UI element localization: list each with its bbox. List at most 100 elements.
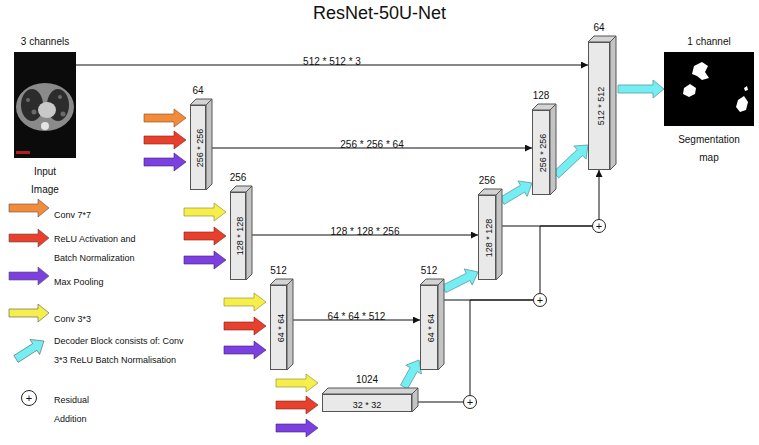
dimension-label: 128 * 128 * 256: [331, 226, 400, 237]
text-holder: 512: [270, 260, 287, 278]
feature-size: 512 * 512: [596, 87, 606, 126]
channel-count: 256: [230, 172, 247, 183]
diagram-title: ResNet-50U-Net: [313, 3, 446, 23]
text-holder: 64 * 64: [421, 313, 437, 342]
text-holder: 32 * 32: [353, 395, 382, 411]
text-holder: 64: [192, 80, 203, 98]
text-holder: 128 * 128 * 256: [331, 220, 400, 239]
text-holder: 512: [421, 260, 438, 278]
legend-arrow: [9, 199, 49, 217]
text-holder: 256: [230, 167, 247, 185]
legend-swatch: [8, 196, 50, 220]
text-holder: ReLU Activation and Batch Normalization: [54, 227, 158, 265]
legend-text: Conv 7*7: [54, 210, 91, 220]
image-caption: Input Image: [31, 166, 59, 195]
text-holder: Max Pooling: [54, 270, 144, 289]
text-holder: 256: [479, 170, 496, 188]
legend-text: Residual Addition: [54, 395, 89, 424]
block-depth: [420, 285, 421, 286]
relu-arrow: [144, 131, 186, 149]
decoder-arrow: [442, 269, 478, 293]
text-holder: +: [593, 220, 605, 232]
channel-label: 1 channel: [687, 36, 730, 47]
channel-count: 1024: [356, 374, 378, 385]
text-holder: 64 * 64: [271, 313, 287, 342]
block-depth: [588, 42, 589, 43]
text-holder: 128: [533, 85, 550, 103]
text-holder: +: [534, 294, 546, 306]
residual-line: [502, 226, 592, 227]
feature-map-block: 51264 * 64: [270, 285, 287, 370]
plus-sign: +: [537, 295, 543, 306]
legend-swatch: [8, 301, 50, 325]
text-holder: 512 * 512 * 3: [303, 50, 361, 69]
legend-swatch: [8, 226, 50, 250]
text-holder: Residual Addition: [54, 388, 110, 426]
text-holder: Decoder Block consists of: Conv 3*3 ReLU…: [54, 329, 189, 367]
text-holder: 256 * 256: [190, 128, 206, 167]
bottleneck-block: 102432 * 32: [322, 394, 412, 412]
legend-text: Max Pooling: [54, 277, 104, 287]
text-holder: ResNet-50U-Net: [0, 3, 759, 24]
legend-arrow: [9, 229, 49, 247]
feature-map-block: 256128 * 128: [478, 195, 496, 280]
dimension-label: 64 * 64 * 512: [328, 311, 386, 322]
feature-map-block: 64256 * 256: [190, 105, 206, 190]
block-depth: [230, 192, 231, 193]
text-holder: Input Image: [22, 161, 68, 198]
block-depth: [532, 110, 533, 111]
text-holder: 1024: [356, 369, 378, 387]
plus-sign: +: [467, 397, 473, 408]
feature-map-block: 51264 * 64: [420, 285, 438, 370]
pool-arrow: [184, 251, 226, 269]
pool-arrow: [144, 153, 186, 171]
text-holder: Conv 3*3: [54, 307, 144, 326]
feature-size: 64 * 64: [276, 313, 286, 342]
feature-size: 128 * 128: [235, 217, 245, 256]
channel-count: 512: [270, 265, 287, 276]
residual-add-node: +: [463, 395, 477, 409]
channel-count: 512: [421, 265, 438, 276]
feature-size: 64 * 64: [426, 313, 436, 342]
decoder-arrow: [553, 145, 588, 178]
input-image: 3 channelsInput Image: [14, 52, 76, 158]
plus-sign: +: [596, 221, 602, 232]
channel-count: 64: [192, 85, 203, 96]
text-holder: 3 channels: [21, 31, 69, 49]
relu-arrow: [184, 227, 226, 245]
dimension-label: 512 * 512 * 3: [303, 56, 361, 67]
pool-arrow: [276, 419, 318, 437]
conv3-arrow: [224, 293, 266, 311]
dimension-label: 256 * 256 * 64: [340, 139, 403, 150]
channel-label: 3 channels: [21, 36, 69, 47]
feature-map-block: 64512 * 512: [588, 42, 610, 170]
conv3-arrow: [184, 203, 226, 221]
text-holder: 256 * 256 * 64: [340, 133, 403, 152]
channel-count: 256: [479, 175, 496, 186]
block-depth: [270, 285, 271, 286]
residual-line: [444, 300, 533, 301]
text-holder: 512 * 512: [591, 87, 607, 126]
block-depth: [478, 195, 479, 196]
text-holder: 1 channel: [687, 31, 730, 49]
legend-arrow: [9, 267, 49, 285]
feature-size: 32 * 32: [353, 400, 382, 410]
text-holder: 64: [593, 17, 604, 35]
residual-line: [470, 300, 533, 395]
segmentation-output: 1 channelSegmentation map: [664, 52, 754, 126]
legend-text: Decoder Block consists of: Conv 3*3 ReLU…: [54, 336, 184, 365]
text-holder: Conv 7*7: [54, 203, 144, 222]
block-depth: [322, 394, 323, 395]
feature-size: 256 * 256: [538, 133, 548, 172]
text-holder: 128 * 128: [479, 218, 495, 257]
feature-size: 128 * 128: [484, 218, 494, 257]
channel-count: 64: [593, 22, 604, 33]
feature-map-block: 256128 * 128: [230, 192, 246, 280]
plus-sign: +: [26, 393, 32, 404]
channel-count: 128: [533, 90, 550, 101]
decoder-arrow: [500, 181, 532, 205]
text-holder: 64 * 64 * 512: [328, 305, 386, 324]
residual-line: [599, 170, 600, 219]
